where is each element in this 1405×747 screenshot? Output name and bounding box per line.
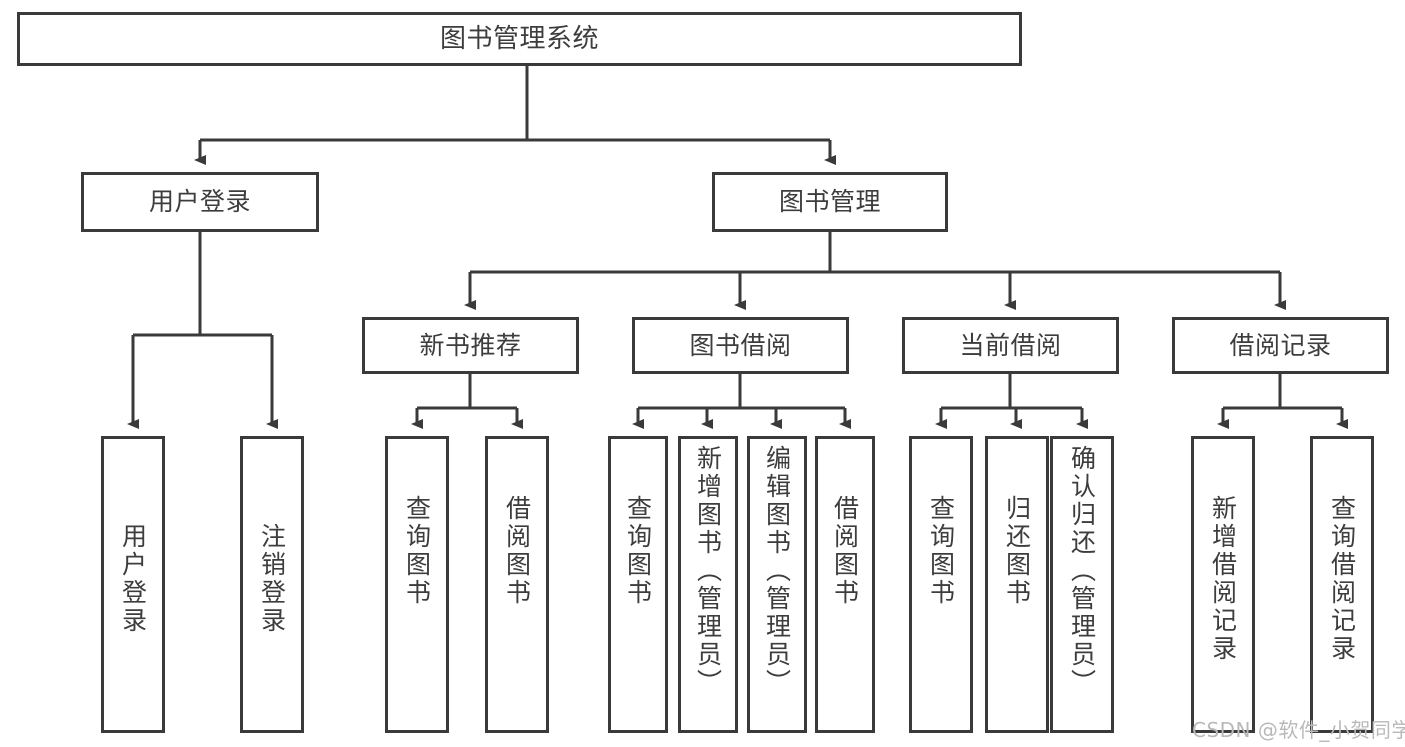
node-leaf-query-borrow-record[interactable]: 查询借阅记录 — [1310, 436, 1374, 733]
node-leaf-query-book-current[interactable]: 查询图书 — [909, 436, 973, 733]
node-leaf-borrow-book-label: 借阅图书 — [830, 495, 860, 607]
node-book-manage[interactable]: 图书管理 — [712, 172, 948, 232]
node-leaf-user-login-label: 用户登录 — [118, 523, 148, 635]
node-root[interactable]: 图书管理系统 — [17, 12, 1022, 66]
node-leaf-confirm-return-admin[interactable]: 确认归还（管理员） — [1050, 436, 1114, 733]
node-root-label: 图书管理系统 — [439, 23, 599, 54]
node-leaf-query-book-borrow-label: 查询图书 — [623, 495, 653, 607]
node-leaf-query-book-rec-label: 查询图书 — [402, 495, 432, 607]
node-leaf-confirm-return-admin-label: 确认归还（管理员） — [1067, 445, 1097, 697]
node-current-borrow[interactable]: 当前借阅 — [902, 317, 1119, 374]
node-leaf-add-borrow-record-label: 新增借阅记录 — [1208, 495, 1238, 663]
node-leaf-user-logout-label: 注销登录 — [257, 523, 287, 635]
node-leaf-borrow-book-rec-label: 借阅图书 — [502, 495, 532, 607]
node-user-login[interactable]: 用户登录 — [81, 172, 319, 232]
node-leaf-add-borrow-record[interactable]: 新增借阅记录 — [1191, 436, 1255, 733]
node-new-book-rec-label: 新书推荐 — [419, 330, 522, 360]
node-leaf-borrow-book[interactable]: 借阅图书 — [815, 436, 875, 733]
node-leaf-query-book-current-label: 查询图书 — [926, 495, 956, 607]
node-leaf-query-book-rec[interactable]: 查询图书 — [385, 436, 449, 733]
node-leaf-user-logout[interactable]: 注销登录 — [240, 436, 304, 733]
node-leaf-user-login[interactable]: 用户登录 — [101, 436, 165, 733]
node-book-borrow[interactable]: 图书借阅 — [632, 317, 849, 374]
node-current-borrow-label: 当前借阅 — [959, 330, 1062, 360]
node-borrow-record[interactable]: 借阅记录 — [1172, 317, 1389, 374]
node-leaf-return-book-label: 归还图书 — [1002, 495, 1032, 607]
node-book-manage-label: 图书管理 — [778, 187, 881, 217]
node-new-book-rec[interactable]: 新书推荐 — [362, 317, 579, 374]
node-leaf-add-book-admin[interactable]: 新增图书（管理员） — [678, 436, 738, 733]
node-leaf-return-book[interactable]: 归还图书 — [985, 436, 1049, 733]
node-user-login-label: 用户登录 — [148, 187, 251, 217]
node-leaf-query-book-borrow[interactable]: 查询图书 — [608, 436, 668, 733]
node-leaf-edit-book-admin[interactable]: 编辑图书（管理员） — [747, 436, 807, 733]
csdn-watermark: CSDN @软件_小贺同学 — [1192, 718, 1405, 742]
node-leaf-query-borrow-record-label: 查询借阅记录 — [1327, 495, 1357, 663]
node-leaf-add-book-admin-label: 新增图书（管理员） — [693, 445, 723, 697]
node-borrow-record-label: 借阅记录 — [1229, 330, 1332, 360]
node-book-borrow-label: 图书借阅 — [689, 330, 792, 360]
node-leaf-borrow-book-rec[interactable]: 借阅图书 — [485, 436, 549, 733]
node-leaf-edit-book-admin-label: 编辑图书（管理员） — [762, 445, 792, 697]
